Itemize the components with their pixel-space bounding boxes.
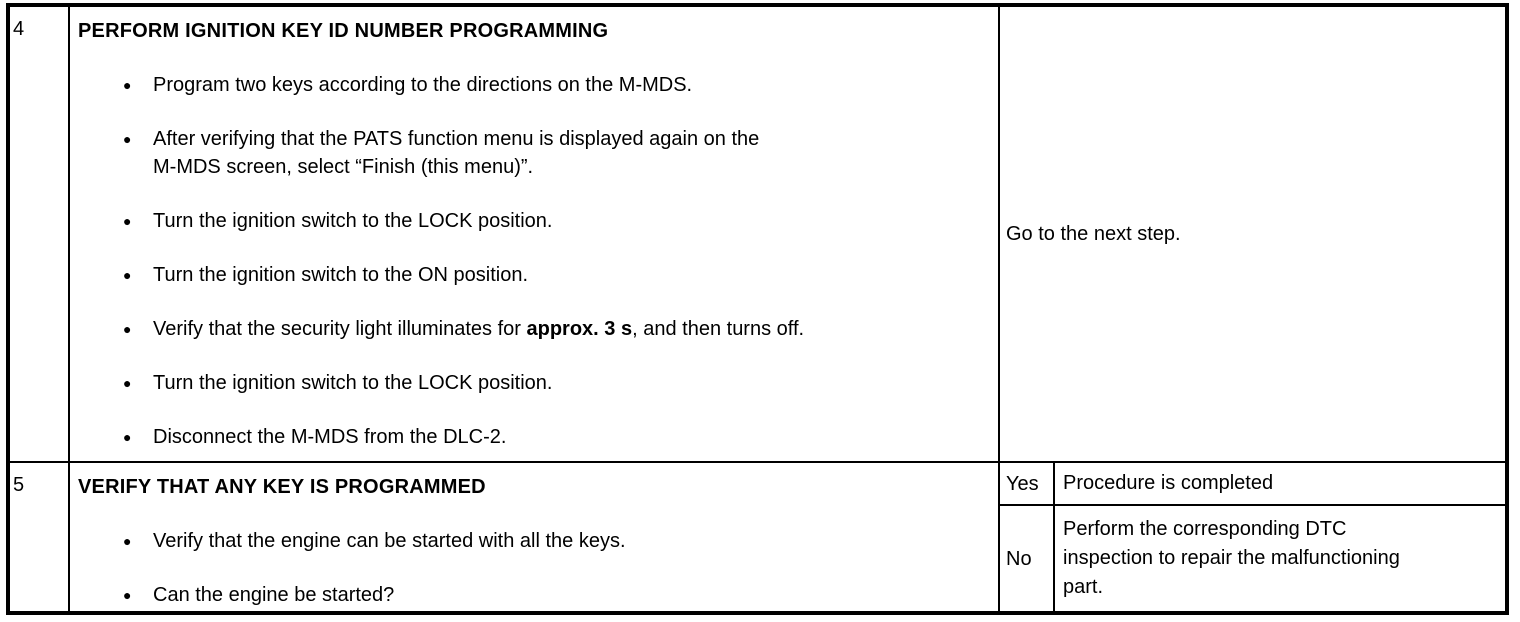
step-number-cell: 4 xyxy=(10,7,70,463)
bullet-item: ● After verifying that the PATS function… xyxy=(123,125,998,181)
bullet-text-post: , and then turns off. xyxy=(632,318,805,340)
bullet-item: ● Disconnect the M-MDS from the DLC-2. xyxy=(123,423,998,451)
result-yes-cell: Procedure is completed xyxy=(1055,463,1505,506)
bullet-text-pre: Verify that the security light illuminat… xyxy=(153,318,527,340)
bullet-item: ● Turn the ignition switch to the LOCK p… xyxy=(123,207,998,235)
bullet-text: Turn the ignition switch to the LOCK pos… xyxy=(153,372,553,394)
result-text-line: Procedure is completed xyxy=(1063,472,1274,494)
bullet-icon: ● xyxy=(123,375,132,391)
bullet-item: ● Turn the ignition switch to the LOCK p… xyxy=(123,369,998,397)
answer-yes-cell: Yes xyxy=(1000,463,1055,506)
bullet-text: Can the engine be started? xyxy=(153,584,395,606)
step-number-cell: 5 xyxy=(10,463,70,611)
bullet-icon: ● xyxy=(123,587,132,603)
bullet-text: Turn the ignition switch to the LOCK pos… xyxy=(153,210,553,232)
bullet-item: ● Program two keys according to the dire… xyxy=(123,71,998,99)
answer-no-cell: No xyxy=(1000,506,1055,611)
step-number: 4 xyxy=(13,18,25,40)
bullet-text: Verify that the engine can be started wi… xyxy=(153,530,626,552)
step-title: PERFORM IGNITION KEY ID NUMBER PROGRAMMI… xyxy=(78,20,609,42)
action-cell: Go to the next step. xyxy=(1000,7,1505,463)
bullet-text-bold: approx. 3 s xyxy=(526,318,633,340)
bullet-icon: ● xyxy=(123,267,132,283)
step-title: VERIFY THAT ANY KEY IS PROGRAMMED xyxy=(78,476,486,498)
result-no-cell: Perform the corresponding DTC inspection… xyxy=(1055,506,1505,611)
troubleshooting-table: 4 PERFORM IGNITION KEY ID NUMBER PROGRAM… xyxy=(6,3,1509,615)
bullet-item: ● Verify that the engine can be started … xyxy=(123,527,998,555)
bullet-icon: ● xyxy=(123,77,132,93)
bullet-icon: ● xyxy=(123,321,132,337)
result-text-line: inspection to repair the malfunctioning xyxy=(1063,547,1400,569)
bullet-text: Turn the ignition switch to the ON posit… xyxy=(153,264,528,286)
result-text-line: Perform the corresponding DTC xyxy=(1063,518,1347,540)
bullet-item: ● Verify that the security light illumin… xyxy=(123,315,998,343)
table-row-step-5-yes: 5 VERIFY THAT ANY KEY IS PROGRAMMED ● Ve… xyxy=(10,463,1505,611)
bullet-text: Program two keys according to the direct… xyxy=(153,74,693,96)
bullet-icon: ● xyxy=(123,213,132,229)
bullet-icon: ● xyxy=(123,131,132,147)
bullet-icon: ● xyxy=(123,429,132,445)
step-number: 5 xyxy=(13,474,25,496)
table-row-step-5-no: No Perform the corresponding DTC inspect… xyxy=(10,506,1505,611)
step-description-cell: VERIFY THAT ANY KEY IS PROGRAMMED ● Veri… xyxy=(70,463,1000,611)
bullet-item: ● Turn the ignition switch to the ON pos… xyxy=(123,261,998,289)
result-text-line: part. xyxy=(1063,576,1104,598)
bullet-item: ● Can the engine be started? xyxy=(123,581,998,609)
bullet-text: Disconnect the M-MDS from the DLC-2. xyxy=(153,426,507,448)
action-text: Go to the next step. xyxy=(1006,223,1181,245)
bullet-text: After verifying that the PATS function m… xyxy=(153,125,759,181)
bullet-text-line: M-MDS screen, select “Finish (this menu)… xyxy=(153,156,534,178)
bullet-text-line: After verifying that the PATS function m… xyxy=(153,128,760,150)
step-description-cell: PERFORM IGNITION KEY ID NUMBER PROGRAMMI… xyxy=(70,7,1000,463)
bullet-icon: ● xyxy=(123,533,132,549)
bullet-text: Verify that the security light illuminat… xyxy=(153,315,804,343)
table-row-step-4: 4 PERFORM IGNITION KEY ID NUMBER PROGRAM… xyxy=(10,7,1505,463)
